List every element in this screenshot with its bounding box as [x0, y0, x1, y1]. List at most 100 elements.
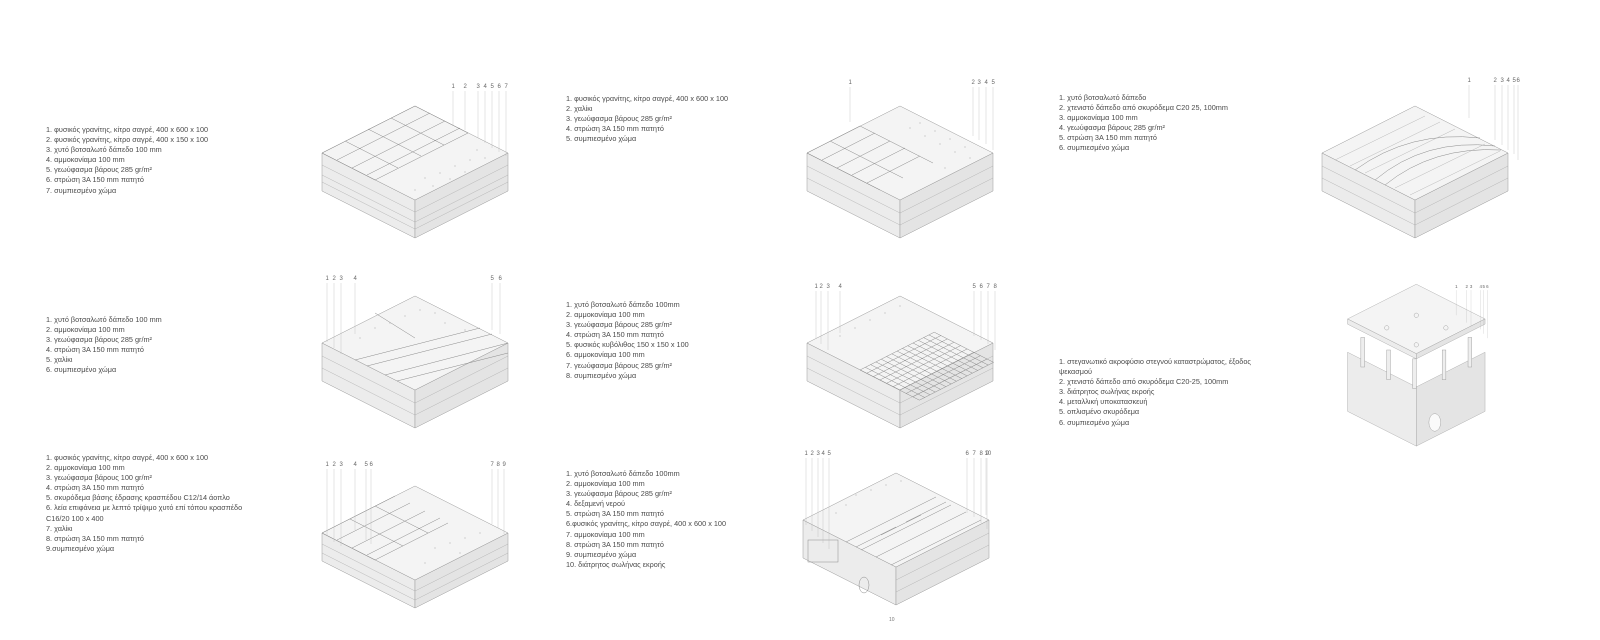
legend-item: 9.συμπιεσμένο χώμα	[46, 543, 115, 553]
callout-number: 9	[503, 462, 507, 468]
callout-number: 8	[497, 462, 501, 468]
legend-item: 4. δεξαμενή νερού	[566, 499, 626, 509]
legend-item: 2. αμμοκονίαμα 100 mm	[46, 325, 125, 335]
callout-number: 6	[498, 84, 502, 90]
callout-number: 7	[987, 284, 991, 290]
legend-item: 4. στρώση 3Α 150 mm πατητό	[566, 124, 664, 134]
callout-number: 6	[370, 462, 374, 468]
legend-item: 4. γεωύφασμα βάρους 285 gr/m²	[1059, 123, 1165, 133]
legend-item: 5. συμπιεσμένο χώμα	[566, 134, 637, 144]
callout-number: 4	[822, 451, 826, 457]
callout-number: 3	[1470, 284, 1473, 289]
callout-number: 6	[1486, 284, 1489, 289]
legend-item: 4. στρώση 3Α 150 mm πατητό	[566, 330, 664, 340]
callout-number: 1	[1455, 284, 1458, 289]
legend-item: 6. στρώση 3Α 150 mm πατητό	[46, 175, 144, 185]
callout-number: 5	[1482, 284, 1485, 289]
legend-item: 1. χυτό βοτσαλωτό δάπεδο 100 mm	[46, 315, 162, 324]
callout-number: 1	[452, 84, 456, 90]
callout-number: 4	[354, 462, 358, 468]
legend-item: 6. συμπιεσμένο χώμα	[1059, 417, 1130, 427]
legend-item: 8. συμπιεσμένο χώμα	[566, 370, 637, 380]
legend-item: 1. χυτό βοτσαλωτό δάπεδο 100mm	[566, 469, 680, 478]
legend-item: 5. φυσικός κυβόλιθος 150 x 150 x 100	[566, 340, 689, 350]
callout-number: 2	[820, 284, 824, 290]
legend-item: 1. χυτό βοτσαλωτό δάπεδο	[1059, 93, 1147, 102]
legend-item: 6. λεία επιφάνεια με λεπτό τρίψιμο χυτό …	[46, 503, 245, 523]
legend-item: 3. γεωύφασμα βάρους 100 gr/m²	[46, 473, 152, 483]
callout-number: 2	[1465, 284, 1468, 289]
callout-number: 7	[491, 462, 495, 468]
legend-item: 1. χυτό βοτσαλωτό δάπεδο 100mm	[566, 300, 680, 309]
legend-item: 1. φυσικός γρανίτης, κίτρο σαγρέ, 400 x …	[566, 94, 729, 103]
diagram-s8-block	[802, 472, 990, 606]
legend-item: 2. χτενιστό δάπεδο από σκυρόδεμα C20 25,…	[1059, 103, 1228, 113]
legend-item: 7. αμμοκονίαμα 100 mm	[566, 529, 645, 539]
legend-item: 6.φυσικός γρανίτης, κίτρο σαγρέ, 400 x 6…	[566, 519, 727, 529]
legend-item: 5. χαλίκι	[46, 355, 73, 365]
legend-s7: 1. φυσικός γρανίτης, κίτρο σαγρέ, 400 x …	[46, 453, 261, 554]
diagram-s7-block	[321, 485, 509, 609]
callout-number: 2	[972, 80, 976, 86]
legend-item: 4. αμμοκονίαμα 100 mm	[46, 155, 125, 165]
legend-item: 4. στρώση 3Α 150 mm πατητό	[46, 483, 144, 493]
callout-number: 10	[985, 451, 992, 457]
legend-item: 3. χυτό βοτσαλωτό δάπεδο 100 mm	[46, 145, 162, 155]
legend-item: 5. στρώση 3Α 150 mm πατητό	[1059, 133, 1157, 143]
callout-number: 8	[980, 451, 984, 457]
callout-number: 2	[333, 462, 337, 468]
callout-number: 3	[827, 284, 831, 290]
legend-s2: 1. φυσικός γρανίτης, κίτρο σαγρέ, 400 x …	[566, 94, 806, 144]
legend-item: 3. γεωύφασμα βάρους 285 gr/m²	[566, 489, 672, 499]
legend-item: 2. αμμοκονίαμα 100 mm	[566, 310, 645, 320]
legend-item: 1. φυσικός γρανίτης, κίτρο σαγρέ, 400 x …	[46, 453, 209, 462]
legend-item: 1. στεγανωτικό ακροφύσιο στεγνού καταστρ…	[1059, 357, 1253, 377]
callout-number: 3	[1501, 78, 1505, 84]
callout-number: 3	[817, 451, 821, 457]
callout-number: 7	[505, 84, 509, 90]
diagram-s2-block	[806, 105, 994, 239]
callout-number: 1	[326, 276, 330, 282]
callout-number: 4	[1507, 78, 1511, 84]
legend-item: 5. οπλισμένο σκυρόδεμα	[1059, 407, 1140, 417]
legend-item: 3. αμμοκονίαμα 100 mm	[1059, 113, 1138, 123]
legend-item: 6. συμπιεσμένο χώμα	[1059, 143, 1130, 153]
legend-item: 3. γεωύφασμα βάρους 285 gr/m²	[566, 114, 672, 124]
callout-number: 4	[1480, 284, 1483, 289]
callout-number: 3	[340, 276, 344, 282]
callout-number: 5	[973, 284, 977, 290]
legend-item: 3. διάτρητος σωλήνας εκροής	[1059, 387, 1155, 397]
callout-number: 1	[1468, 78, 1472, 84]
legend-item: 2. χαλίκι	[566, 104, 593, 114]
legend-item: 9. συμπιεσμένο χώμα	[566, 549, 637, 559]
callout-number: 4	[985, 80, 989, 86]
callout-number: 5	[491, 84, 495, 90]
callout-number: 3	[477, 84, 481, 90]
callout-number: 7	[973, 451, 977, 457]
legend-item: 1. φυσικός γρανίτης, κίτρο σαγρέ, 400 x …	[46, 125, 209, 134]
callout-number: 6	[980, 284, 984, 290]
legend-s1: 1. φυσικός γρανίτης, κίτρο σαγρέ, 400 x …	[46, 125, 286, 196]
callout-number: 1	[805, 451, 809, 457]
diagram-s4-block	[321, 295, 509, 429]
legend-item: 5. στρώση 3Α 150 mm πατητό	[566, 509, 664, 519]
callout-number: 5	[992, 80, 996, 86]
callout-number: 4	[484, 84, 488, 90]
callout-number: 3	[340, 462, 344, 468]
legend-item: 6. αμμοκονίαμα 100 mm	[566, 350, 645, 360]
